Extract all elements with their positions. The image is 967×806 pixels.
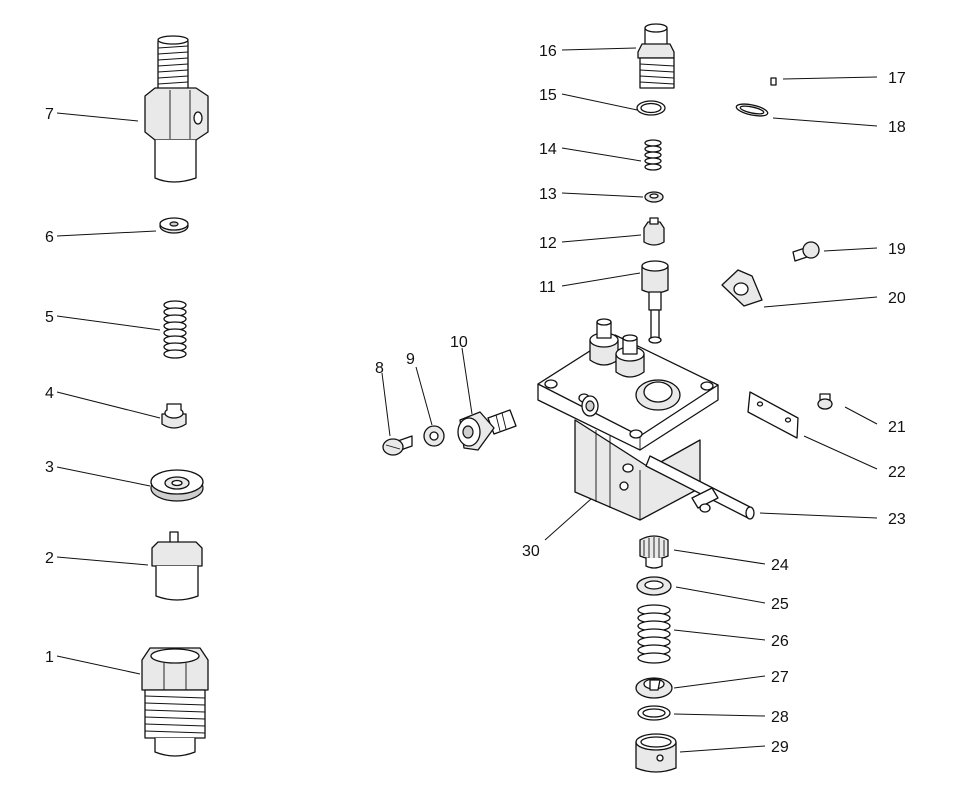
callout-2: 2 (45, 550, 54, 567)
callout-19: 19 (888, 241, 906, 258)
callout-12: 12 (539, 235, 557, 252)
part-6-shim (159, 217, 189, 234)
callout-22: 22 (888, 464, 906, 481)
part-4-push-rod (161, 403, 187, 429)
part-22-plate (747, 391, 799, 439)
part-17-screw (770, 77, 777, 86)
part-3-distance-piece (150, 469, 204, 502)
part-24-gear-segment (639, 535, 669, 569)
part-30-pump-housing (537, 318, 719, 521)
callout-27: 27 (771, 669, 789, 686)
callout-14: 14 (539, 141, 557, 158)
part-16-delivery-valve-holder (637, 23, 675, 89)
part-20-lever (721, 269, 763, 307)
callout-1: 1 (45, 649, 54, 666)
callout-30: 30 (522, 543, 540, 560)
part-25-washer (636, 576, 672, 596)
part-29-tappet (635, 733, 677, 773)
part-2-nozzle (151, 531, 203, 601)
part-7-nozzle-holder (144, 35, 209, 183)
callout-26: 26 (771, 633, 789, 650)
callout-15: 15 (539, 87, 557, 104)
part-11-plunger (641, 260, 669, 344)
part-9-washer (423, 425, 445, 447)
callout-28: 28 (771, 709, 789, 726)
callout-13: 13 (539, 186, 557, 203)
part-26-plunger-spring (637, 604, 671, 664)
part-14-valve-spring (644, 139, 662, 171)
part-1-retaining-nut (141, 647, 209, 757)
callout-9: 9 (406, 351, 415, 368)
callout-8: 8 (375, 360, 384, 377)
part-12-delivery-valve (643, 217, 665, 246)
part-27-spring-seat (635, 677, 673, 699)
callout-5: 5 (45, 309, 54, 326)
callout-18: 18 (888, 119, 906, 136)
callout-17: 17 (888, 70, 906, 87)
callout-6: 6 (45, 229, 54, 246)
callout-23: 23 (888, 511, 906, 528)
callout-24: 24 (771, 557, 789, 574)
part-28-circlip (637, 705, 671, 721)
callout-16: 16 (539, 43, 557, 60)
part-19-bolt (792, 241, 820, 262)
leader-lines (56, 47, 878, 753)
part-10-banjo-fitting (457, 409, 517, 451)
part-15-o-ring (636, 100, 666, 116)
part-18-o-ring (735, 103, 769, 117)
callout-29: 29 (771, 739, 789, 756)
callout-21: 21 (888, 419, 906, 436)
callout-4: 4 (45, 385, 54, 402)
callout-7: 7 (45, 106, 54, 123)
callout-3: 3 (45, 459, 54, 476)
callout-10: 10 (450, 334, 468, 351)
part-21-bolt (817, 393, 833, 410)
callout-25: 25 (771, 596, 789, 613)
callout-20: 20 (888, 290, 906, 307)
callout-labels: 1 2 3 4 5 6 7 8 9 10 11 12 13 14 15 16 1… (45, 43, 906, 756)
part-5-spring (163, 300, 187, 359)
part-23-control-rod (645, 455, 755, 520)
part-8-screw (382, 435, 413, 456)
callout-11: 11 (539, 279, 556, 296)
part-13-gasket (644, 191, 664, 203)
